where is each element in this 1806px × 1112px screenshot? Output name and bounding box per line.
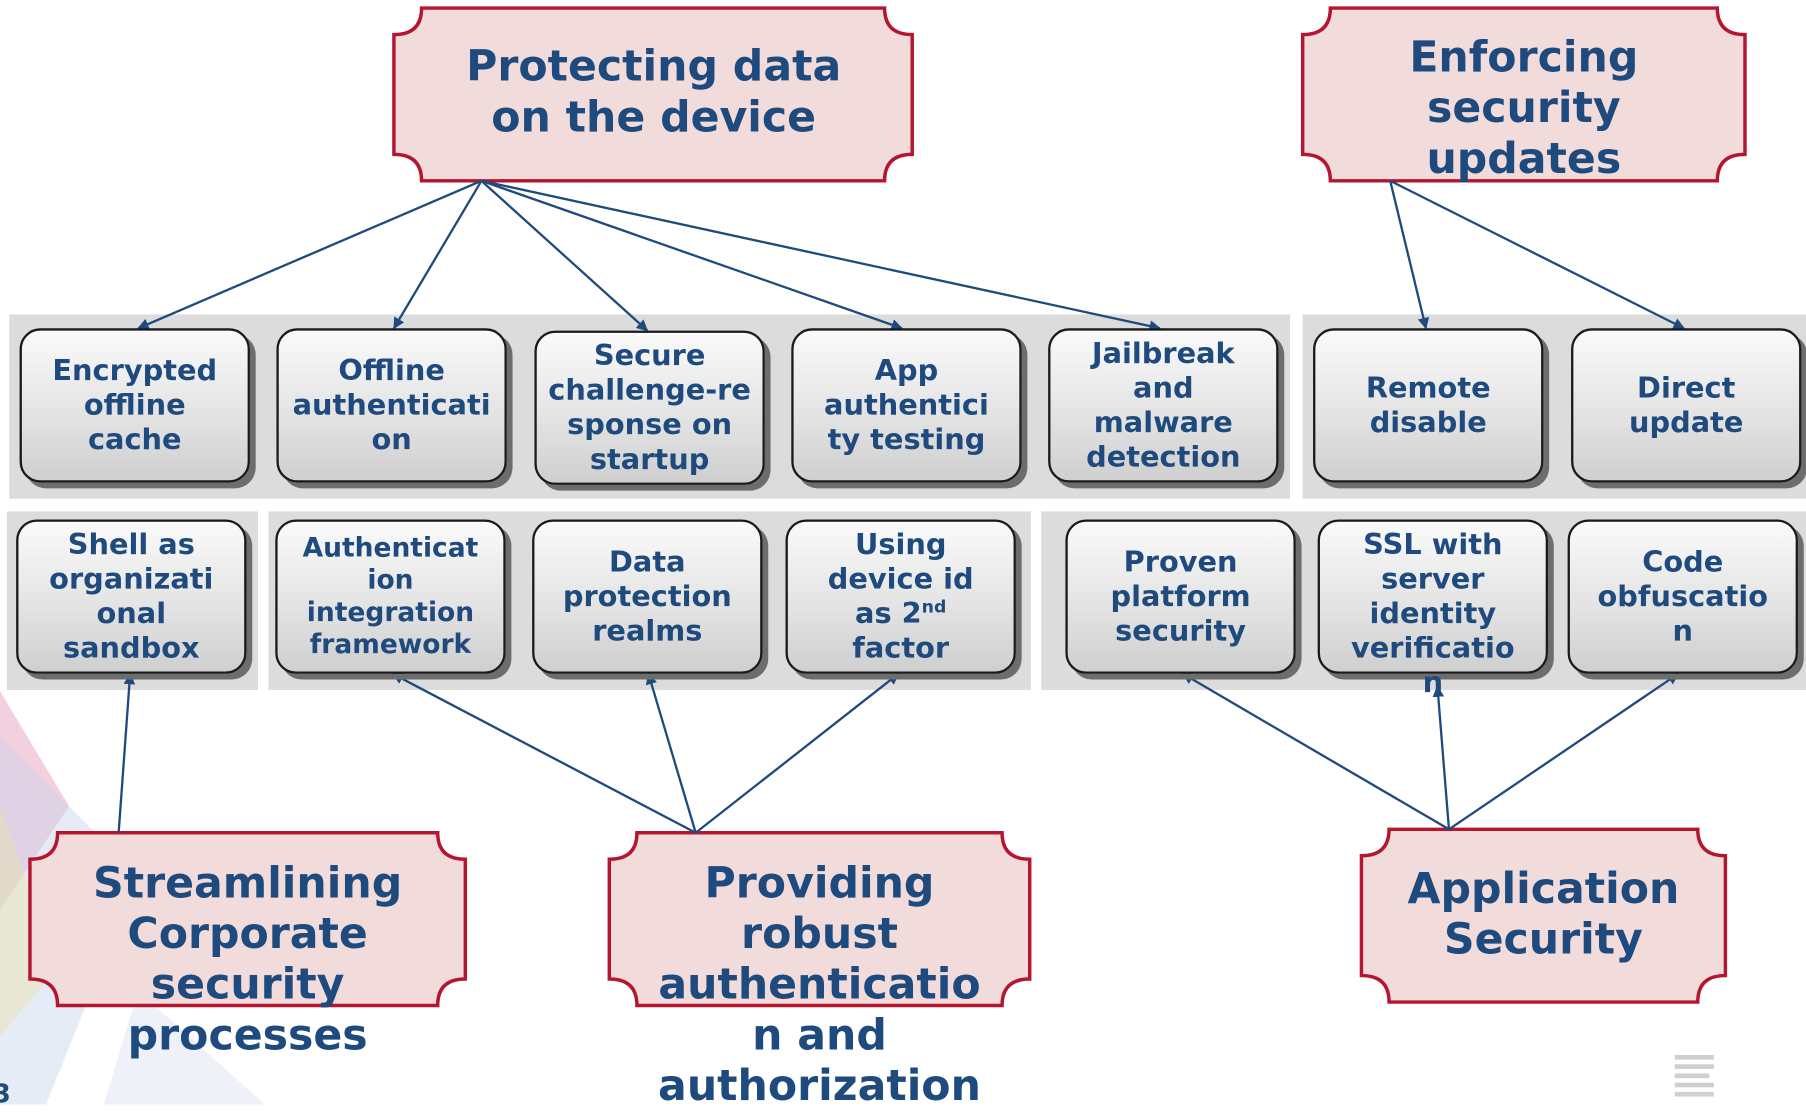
arrow-to-offline-auth	[392, 180, 483, 330]
goal-shapes	[28, 6, 1747, 1008]
arrow-to-secure-challenge	[480, 179, 649, 332]
arrow-to-code-obfuscation	[1448, 672, 1680, 831]
arrow-to-proven-platform	[1181, 672, 1450, 831]
goal-shape-streamlining	[28, 831, 468, 1008]
ordinal-suffix: nd	[921, 596, 947, 617]
feature-secure-challenge-response: Secure challenge-re sponse on startup	[534, 330, 765, 485]
feature-label: Shell as organizati onal sandbox	[49, 527, 214, 665]
feature-label: Proven platform security	[1110, 544, 1251, 648]
feature-label: Direct update	[1629, 370, 1744, 439]
feature-device-id-second-factor: Using device id as 2nd factor	[785, 519, 1016, 674]
feature-proven-platform-security: Proven platform security	[1065, 519, 1296, 674]
feature-shell-sandbox: Shell as organizati onal sandbox	[16, 519, 247, 674]
goal-protecting-data: Protecting data on the device	[466, 41, 842, 142]
stacked-bars-logo-icon	[1674, 1055, 1714, 1097]
arrow-to-data-realms	[645, 672, 697, 834]
goal-shape-protecting	[392, 6, 914, 183]
arrow-to-remote-disable	[1389, 180, 1430, 330]
goal-streamlining-processes: Streamlining Corporate security processe…	[93, 858, 403, 1060]
goal-application-security: Application Security	[1407, 863, 1680, 965]
feature-label: Offline authenticati on	[292, 353, 491, 457]
arrow-to-device-id	[694, 672, 900, 834]
arrow-to-encrypted-cache	[137, 179, 482, 330]
feature-auth-integration-framework: Authenticat ion integration framework	[275, 519, 506, 674]
goal-robust-authentication: Providing robust authenticatio n and aut…	[658, 858, 981, 1111]
feature-label: Encrypted offline cache	[52, 353, 218, 457]
feature-direct-update: Direct update	[1571, 328, 1802, 483]
feature-offline-authentication: Offline authenticati on	[276, 328, 507, 483]
feature-label: Jailbreak and malware detection	[1086, 336, 1241, 474]
feature-label: Data protection realms	[562, 544, 732, 648]
feature-data-protection-realms: Data protection realms	[532, 519, 763, 674]
arrow-to-app-auth-testing	[481, 179, 903, 331]
arrow-to-auth-integration	[391, 672, 697, 834]
feature-label: Code obfuscatio n	[1597, 544, 1769, 648]
arrows	[117, 179, 1685, 834]
feature-label: App authentici ty testing	[824, 353, 989, 457]
feature-code-obfuscation: Code obfuscatio n	[1567, 519, 1798, 674]
goal-shape-enforcing	[1300, 6, 1747, 183]
feature-label: Authenticat ion integration framework	[302, 533, 479, 660]
goal-enforcing-updates: Enforcing security updates	[1409, 32, 1639, 184]
feature-encrypted-offline-cache: Encrypted offline cache	[19, 328, 250, 483]
device-id-text-start: Using device id as 2	[827, 527, 974, 631]
feature-ssl-server-verification: SSL with server identity verificatio n	[1317, 519, 1549, 699]
feature-app-authenticity-testing: App authentici ty testing	[791, 328, 1022, 483]
feature-label: Using device id as 2nd factor	[828, 528, 974, 666]
arrow-to-direct-update	[1389, 179, 1685, 330]
feature-label: SSL with server identity verificatio n	[1351, 527, 1515, 700]
feature-jailbreak-malware-detection: Jailbreak and malware detection	[1048, 328, 1279, 483]
arrow-to-jailbreak	[481, 179, 1161, 332]
goal-shape-application	[1359, 827, 1728, 1004]
arrow-to-ssl	[1432, 685, 1451, 830]
feature-label: Secure challenge-re sponse on startup	[548, 338, 751, 476]
goal-shape-providing	[607, 831, 1032, 1008]
feature-label: Remote disable	[1365, 370, 1491, 439]
device-id-text-end: factor	[852, 631, 950, 665]
feature-remote-disable: Remote disable	[1313, 328, 1544, 483]
page-number: 3	[0, 1080, 11, 1109]
arrow-to-shell-sandbox	[117, 672, 136, 833]
